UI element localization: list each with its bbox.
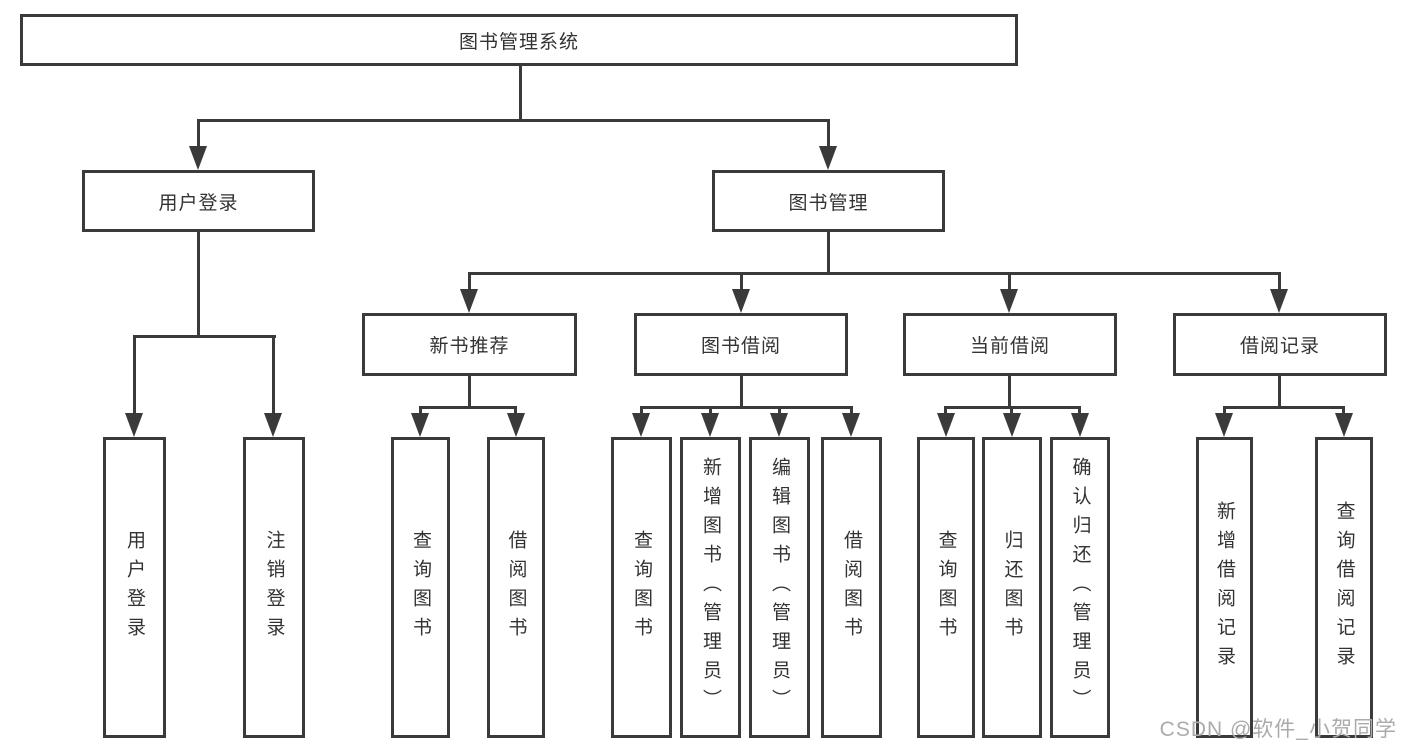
leaf-query-books-recommend: 查询图书	[391, 437, 450, 738]
leaf-label: 查询图书	[935, 529, 957, 646]
csdn-watermark: CSDN @软件_小贺同学	[1159, 718, 1397, 741]
node-book-management: 图书管理	[712, 170, 945, 232]
connector-line	[519, 66, 522, 121]
arrowhead-icon	[1003, 413, 1021, 437]
connector-line	[468, 272, 1281, 275]
leaf-add-books-admin: 新增图书（管理员）	[680, 437, 741, 738]
connector-line	[197, 119, 200, 148]
leaf-borrow-books-recommend: 借阅图书	[487, 437, 545, 738]
connector-line	[640, 406, 643, 415]
arrowhead-icon	[460, 289, 478, 313]
connector-line	[419, 406, 422, 415]
arrowhead-icon	[701, 413, 719, 437]
connector-line	[468, 376, 471, 408]
connector-line	[1342, 406, 1345, 415]
arrowhead-icon	[770, 413, 788, 437]
arrowhead-icon	[1335, 413, 1353, 437]
leaf-label: 借阅图书	[841, 529, 862, 646]
leaf-confirm-return-admin: 确认归还（管理员）	[1050, 437, 1110, 738]
arrowhead-icon	[507, 413, 525, 437]
leaf-query-books-borrowing: 查询图书	[611, 437, 672, 738]
node-new-book-recommendation: 新书推荐	[362, 313, 577, 376]
connector-line	[1010, 406, 1013, 415]
connector-line	[827, 119, 830, 148]
connector-line	[778, 406, 781, 415]
leaf-label: 查询图书	[410, 529, 431, 646]
connector-line	[197, 119, 830, 122]
leaf-borrow-books-borrowing: 借阅图书	[821, 437, 882, 738]
connector-line	[1223, 406, 1345, 409]
connector-line	[740, 376, 743, 408]
connector-line	[1223, 406, 1226, 415]
arrowhead-icon	[937, 413, 955, 437]
connector-line	[468, 272, 471, 291]
connector-line	[133, 335, 276, 338]
node-current-borrowing: 当前借阅	[903, 313, 1117, 376]
arrowhead-icon	[125, 413, 143, 437]
connector-line	[1278, 376, 1281, 408]
node-user-login: 用户登录	[82, 170, 315, 232]
connector-line	[197, 232, 200, 337]
node-library-management-system: 图书管理系统	[20, 14, 1018, 66]
leaf-query-borrowing-record: 查询借阅记录	[1315, 437, 1373, 738]
connector-line	[1078, 406, 1081, 415]
arrowhead-icon	[842, 413, 860, 437]
leaf-user-login: 用户登录	[103, 437, 166, 738]
arrowhead-icon	[189, 146, 207, 170]
node-book-borrowing: 图书借阅	[634, 313, 848, 376]
leaf-label: 查询借阅记录	[1333, 500, 1355, 675]
leaf-label: 归还图书	[1001, 529, 1023, 646]
leaf-add-borrowing-record: 新增借阅记录	[1196, 437, 1253, 738]
leaf-label: 借阅图书	[505, 529, 527, 646]
leaf-label: 新增图书（管理员）	[700, 457, 721, 718]
connector-line	[827, 232, 830, 274]
arrowhead-icon	[819, 146, 837, 170]
connector-line	[640, 406, 852, 409]
leaf-label: 编辑图书（管理员）	[769, 457, 790, 718]
connector-line	[133, 335, 136, 415]
leaf-label: 查询图书	[631, 529, 652, 646]
leaf-label: 新增借阅记录	[1214, 500, 1235, 675]
arrowhead-icon	[1000, 289, 1018, 313]
leaf-label: 注销登录	[263, 529, 285, 646]
leaf-label: 用户登录	[124, 529, 145, 646]
arrowhead-icon	[632, 413, 650, 437]
connector-line	[709, 406, 712, 415]
connector-line	[740, 272, 743, 291]
connector-line	[419, 406, 517, 409]
connector-line	[850, 406, 853, 415]
arrowhead-icon	[732, 289, 750, 313]
arrowhead-icon	[264, 413, 282, 437]
arrowhead-icon	[1270, 289, 1288, 313]
connector-line	[514, 406, 517, 415]
connector-line	[272, 335, 275, 415]
leaf-edit-books-admin: 编辑图书（管理员）	[749, 437, 810, 738]
connector-line	[1278, 272, 1281, 291]
connector-line	[944, 406, 947, 415]
leaf-return-books: 归还图书	[982, 437, 1042, 738]
node-borrowing-records: 借阅记录	[1173, 313, 1387, 376]
arrowhead-icon	[411, 413, 429, 437]
connector-line	[1008, 272, 1011, 291]
leaf-label: 确认归还（管理员）	[1069, 457, 1091, 718]
connector-line	[1008, 376, 1011, 408]
leaf-logout: 注销登录	[243, 437, 305, 738]
arrowhead-icon	[1215, 413, 1233, 437]
leaf-query-books-current: 查询图书	[917, 437, 975, 738]
arrowhead-icon	[1071, 413, 1089, 437]
